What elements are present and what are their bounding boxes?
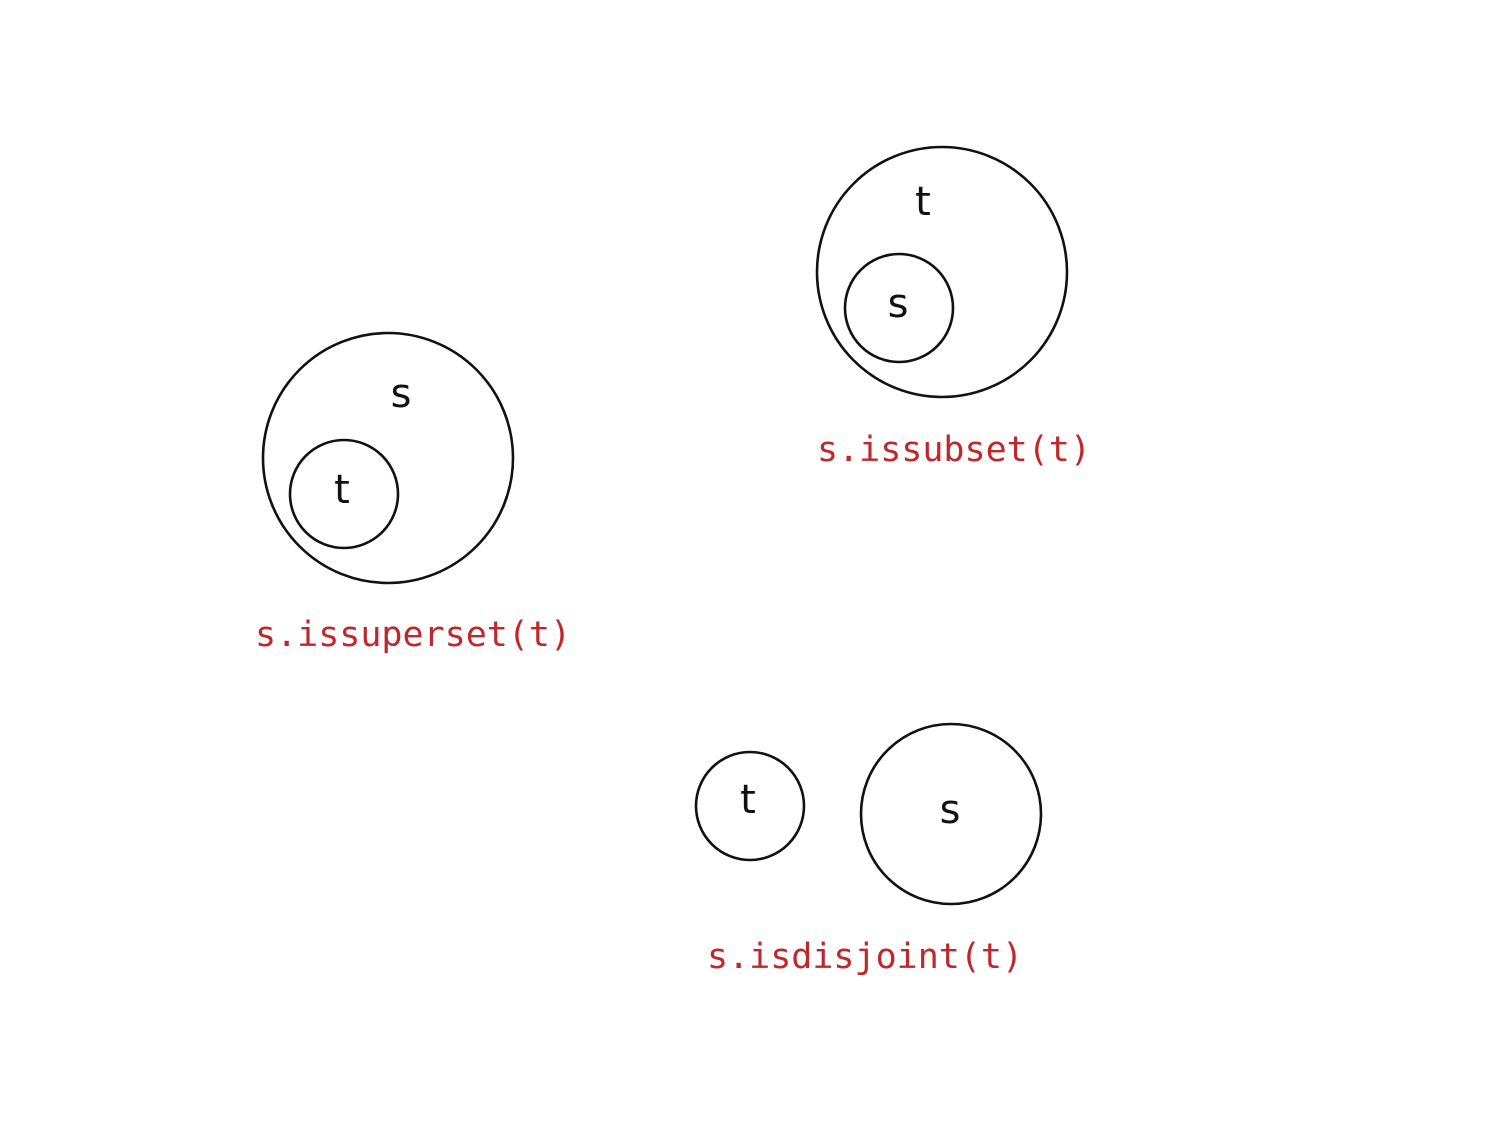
disjoint-left-label: t <box>740 777 756 823</box>
superset-inner-circle <box>288 438 400 550</box>
superset-caption: s.issuperset(t) <box>255 615 571 655</box>
disjoint-panel: t s s.isdisjoint(t) <box>694 722 1043 977</box>
superset-outer-circle <box>261 331 515 585</box>
subset-inner-label: s <box>888 281 909 327</box>
disjoint-right-label: s <box>940 787 961 833</box>
disjoint-left-circle <box>694 750 806 862</box>
disjoint-caption: s.isdisjoint(t) <box>707 937 1023 977</box>
disjoint-right-circle <box>859 722 1043 906</box>
superset-inner-label: t <box>334 467 350 513</box>
subset-outer-label: t <box>915 179 931 225</box>
subset-panel: t s s.issubset(t) <box>815 145 1091 470</box>
superset-outer-label: s <box>391 371 412 417</box>
superset-panel: s t s.issuperset(t) <box>255 331 571 655</box>
subset-caption: s.issubset(t) <box>817 430 1091 470</box>
subset-outer-circle <box>815 145 1069 399</box>
subset-inner-circle <box>843 252 955 364</box>
